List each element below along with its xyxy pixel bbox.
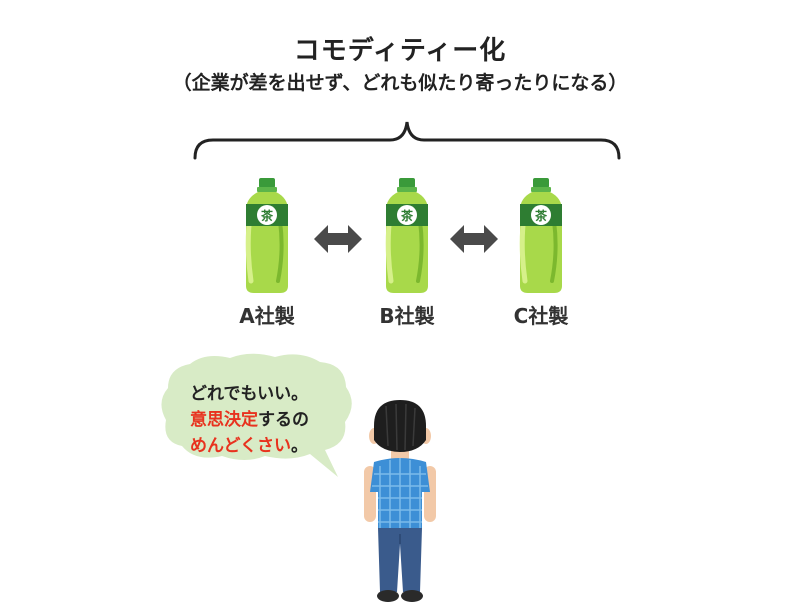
speech-line-2: 意思決定するの <box>190 407 309 433</box>
speech-line-1: どれでもいい。 <box>190 384 309 404</box>
cap-text: 茶 <box>534 208 548 223</box>
speech-bubble-icon <box>161 353 352 477</box>
cap-text: 茶 <box>260 208 274 223</box>
person-back-icon <box>364 400 436 602</box>
left-right-arrow-icon <box>314 225 362 253</box>
speech-emphasis-2: めんどくさい <box>190 436 291 456</box>
speech-emphasis-1: 意思決定 <box>190 410 258 430</box>
speech-line-3-rest: 。 <box>290 436 308 456</box>
tea-bottle-icon: 茶 <box>240 176 294 300</box>
product-label-c: C社製 <box>513 304 569 328</box>
page-title: コモディティー化 <box>293 36 507 66</box>
product-label-b: B社製 <box>379 304 435 328</box>
grouping-brace <box>193 121 621 160</box>
left-right-arrow-icon <box>450 225 498 253</box>
speech-line-3: めんどくさい。 <box>190 433 309 459</box>
tea-bottle-icon: 茶 <box>380 176 434 300</box>
speech-text: どれでもいい。 意思決定するの めんどくさい。 <box>190 381 309 459</box>
product-label-a: A社製 <box>239 304 295 328</box>
speech-line-2-rest: するの <box>258 410 309 430</box>
tea-bottle-icon: 茶 <box>514 176 568 300</box>
page-subtitle: （企業が差を出せず、どれも似たり寄ったりになる） <box>172 72 628 94</box>
cap-text: 茶 <box>400 208 414 223</box>
